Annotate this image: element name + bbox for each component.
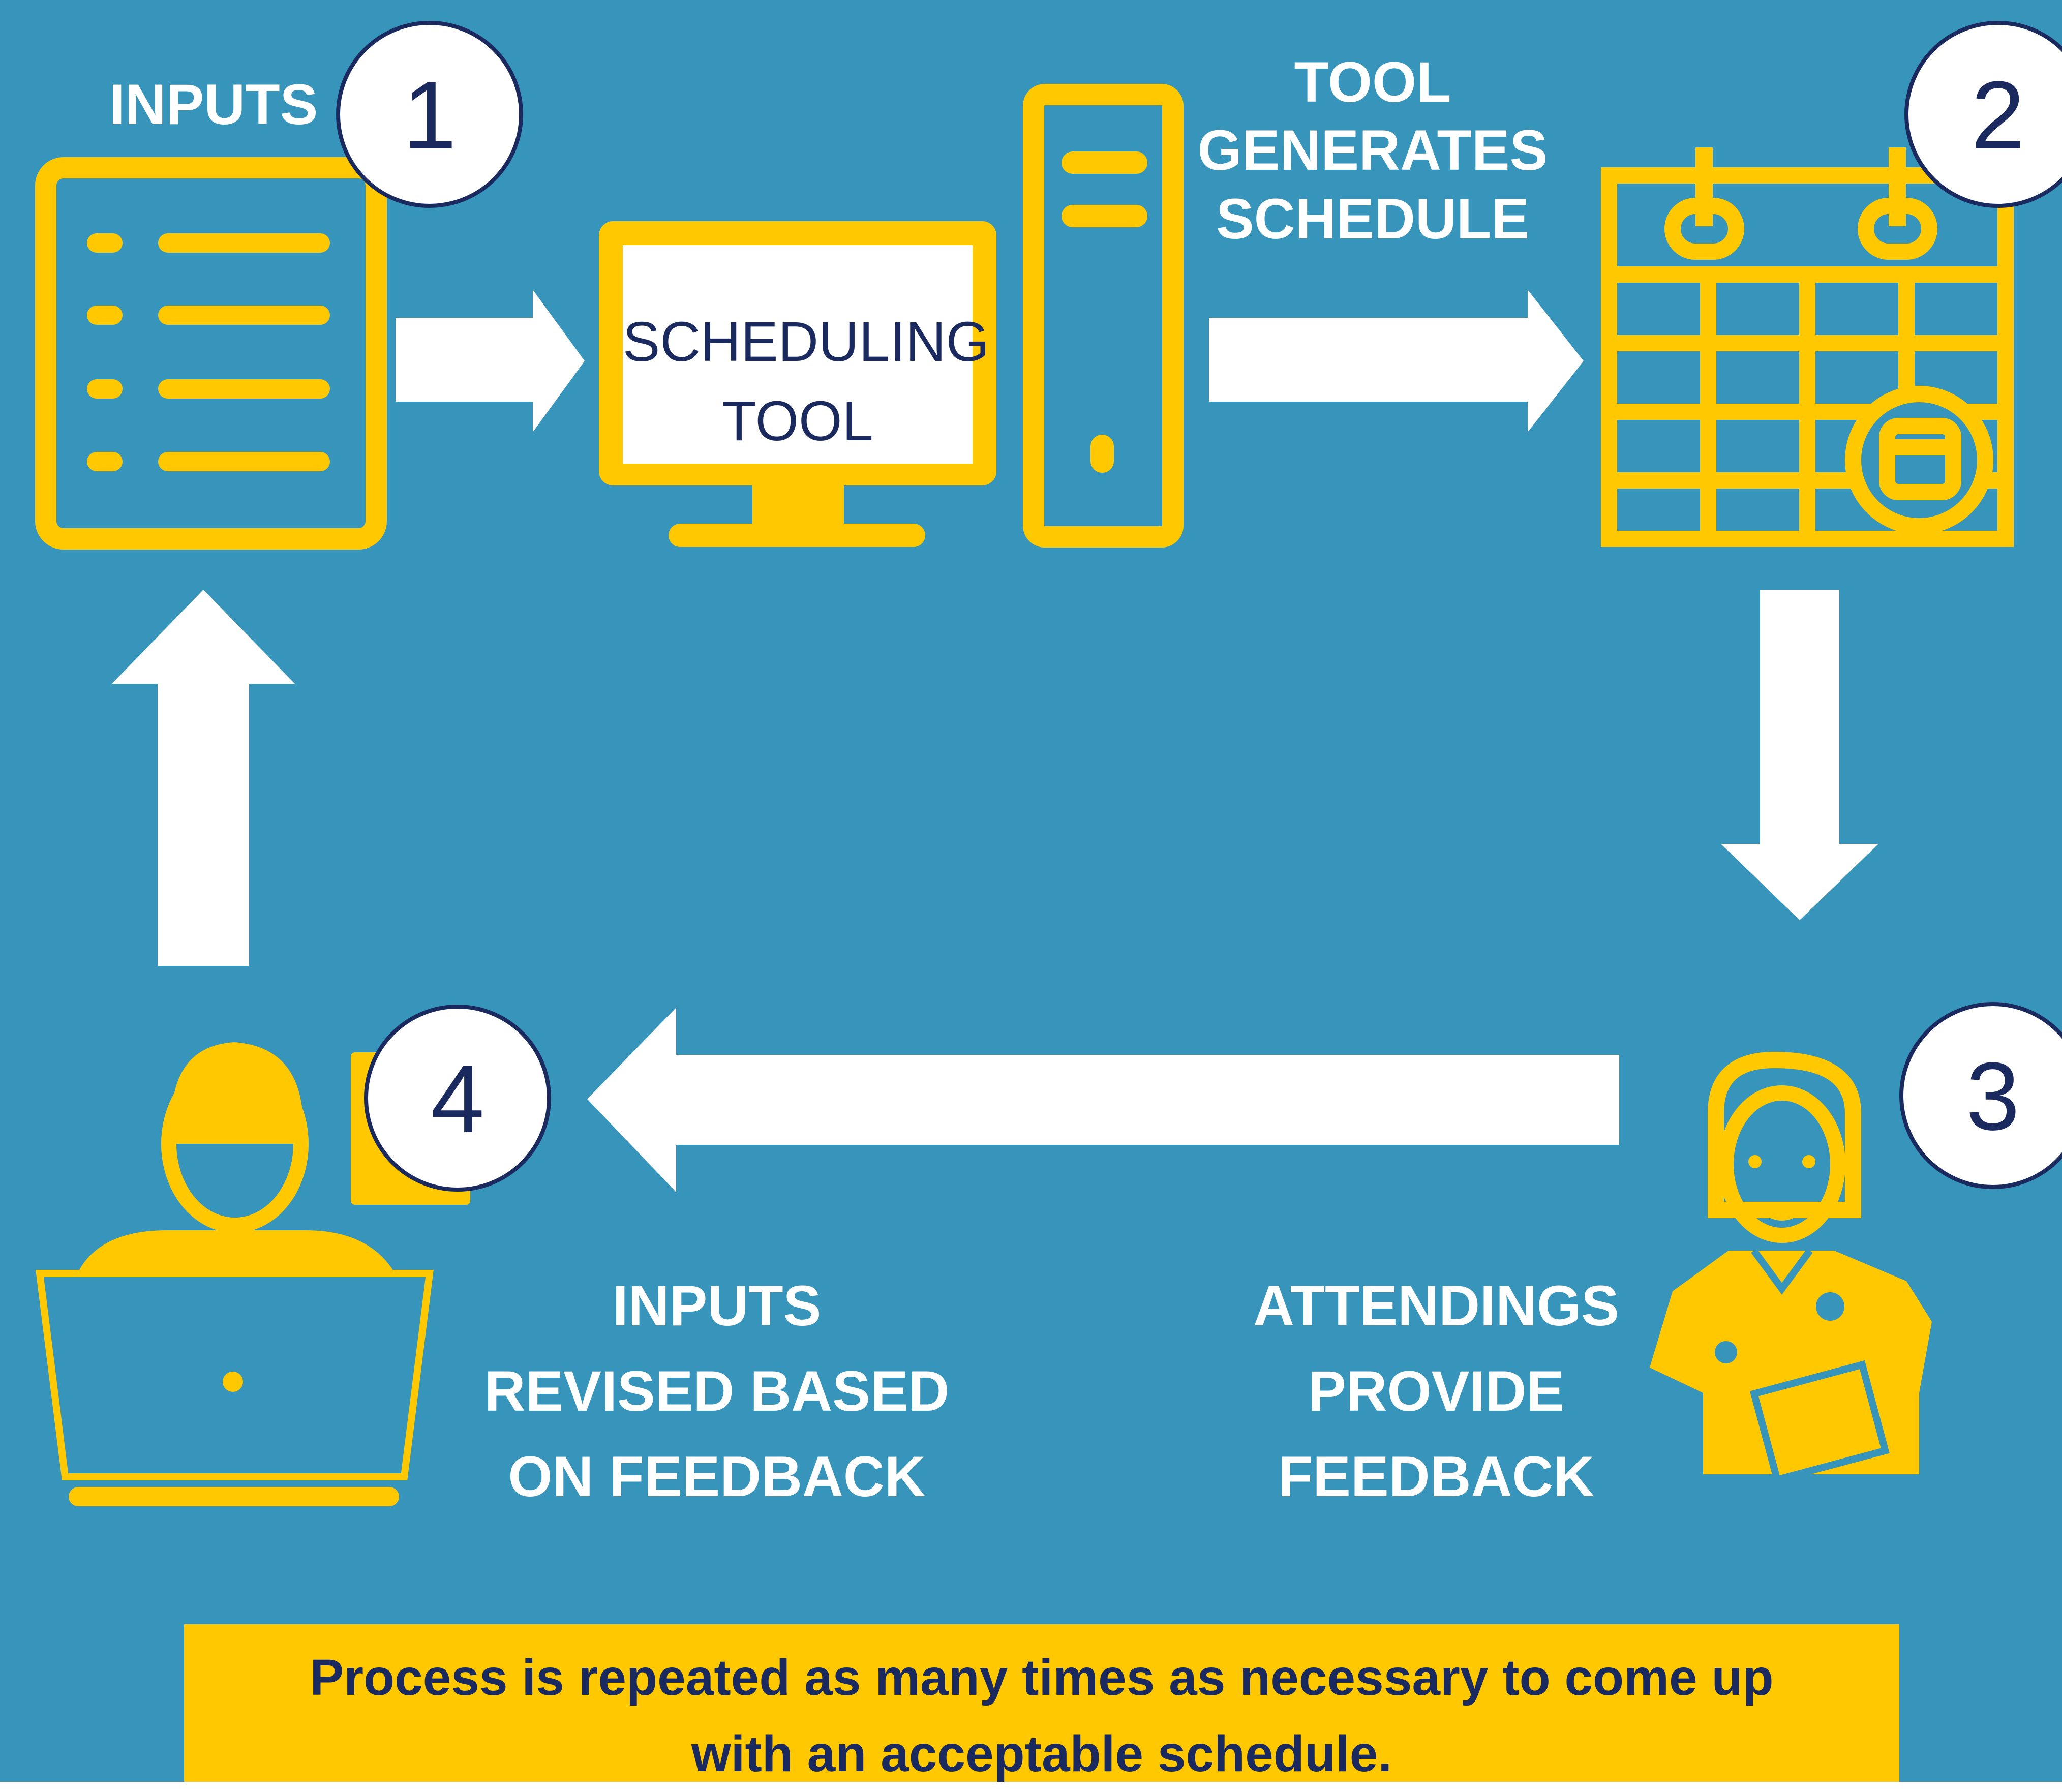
- arrow-tool-to-calendar: [1209, 290, 1584, 432]
- step-number-4: 4: [431, 1045, 484, 1153]
- step-badge-3: 3: [1899, 1002, 2062, 1189]
- label-tool-generates-line2: GENERATES: [1197, 118, 1548, 183]
- label-attendings-provide-feedback: ATTENDINGS PROVIDE FEEDBACK: [1210, 1263, 1662, 1520]
- label-tool-generates-schedule: TOOL GENERATES SCHEDULE: [1169, 48, 1576, 253]
- label-attendings-line1: ATTENDINGS: [1253, 1274, 1619, 1338]
- label-inputs-revised-line3: ON FEEDBACK: [508, 1445, 926, 1508]
- label-inputs-revised-line1: INPUTS: [612, 1274, 822, 1338]
- tower-case: [1023, 84, 1184, 548]
- footer-banner: Process is repeated as many times as nec…: [184, 1624, 1899, 1782]
- step-badge-1: 1: [336, 21, 523, 208]
- nurse-icon: [1650, 1051, 1932, 1484]
- step-badge-2: 2: [1904, 21, 2062, 208]
- arrow-revise-to-inputs: [112, 590, 295, 966]
- label-attendings-line2: PROVIDE: [1308, 1359, 1565, 1423]
- monitor-base: [669, 524, 925, 547]
- footer-line2: with an acceptable schedule.: [691, 1725, 1392, 1782]
- footer-line1: Process is repeated as many times as nec…: [310, 1649, 1774, 1706]
- footer-text: Process is repeated as many times as nec…: [184, 1639, 1899, 1792]
- document-list-icon: [35, 157, 387, 550]
- label-tool-generates-line3: SCHEDULE: [1216, 187, 1530, 251]
- arrow-calendar-to-attendings: [1721, 590, 1878, 920]
- computer-icon: [599, 84, 1184, 548]
- label-inputs-revised-line2: REVISED BASED: [484, 1359, 950, 1423]
- label-inputs-revised: INPUTS REVISED BASED ON FEEDBACK: [447, 1263, 986, 1520]
- label-tool-generates-line1: TOOL: [1294, 50, 1451, 114]
- label-inputs: INPUTS: [109, 73, 318, 136]
- arrow-feedback-to-revise: [587, 1008, 1619, 1192]
- label-attendings-line3: FEEDBACK: [1278, 1445, 1595, 1508]
- step-number-2: 2: [1971, 62, 2025, 169]
- step-number-3: 3: [1966, 1043, 2020, 1150]
- label-scheduling-tool: SCHEDULING TOOL: [623, 302, 990, 461]
- arrow-inputs-to-tool: [396, 290, 585, 432]
- monitor-screen: [623, 245, 973, 464]
- calendar-icon: [1601, 147, 2014, 547]
- step-number-1: 1: [403, 62, 457, 169]
- label-scheduling-tool-line1: SCHEDULING: [623, 311, 990, 373]
- label-scheduling-tool-line2: TOOL: [722, 390, 873, 453]
- step-badge-4: 4: [364, 1005, 551, 1192]
